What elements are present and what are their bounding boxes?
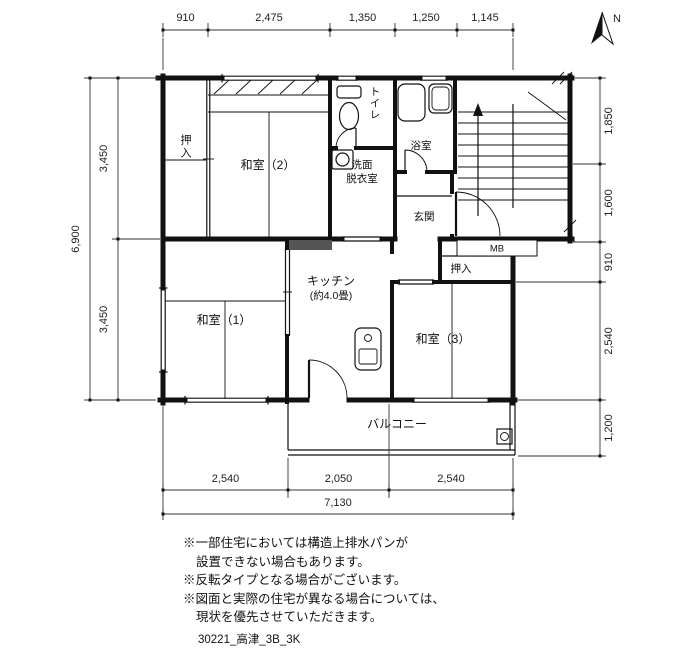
tatami-lines (165, 111, 453, 399)
dim-left-0: 3,450 (98, 145, 110, 173)
note-line: 設置できない場合もあります。 (196, 554, 370, 569)
room-label-washitsu1: 和室（1） (197, 312, 252, 327)
room-label-toilet: トイレ (368, 86, 381, 121)
room-label-bath: 浴室 (411, 139, 432, 152)
notes: ※一部住宅においては構造上排水パンが 設置できない場合もあります。 ※反転タイプ… (183, 534, 445, 627)
dim-bottom-total: 7,130 (324, 497, 352, 509)
north-arrow-icon: N (591, 11, 621, 46)
balcony (287, 402, 516, 456)
dim-top-2: 1,350 (349, 12, 377, 24)
room-label-balcony: バルコニー (367, 417, 427, 431)
note-line: ※一部住宅においては構造上排水パンが (183, 536, 409, 550)
dim-bottom-0: 2,540 (212, 473, 240, 485)
room-label-washitsu3: 和室（3） (416, 331, 471, 346)
room-label-kitchen-1: キッチン (307, 274, 355, 288)
balcony-drain (496, 428, 513, 445)
dim-bottom-2: 2,540 (437, 473, 465, 485)
mb-box (456, 239, 538, 257)
dim-top-4: 1,145 (471, 12, 499, 24)
room-label-oshiire-left: 押入 (179, 134, 191, 160)
room-label-senmen-1: 洗面 (352, 159, 373, 171)
north-label: N (613, 13, 621, 25)
dim-top-1: 2,475 (255, 12, 283, 24)
dim-left-total: 6,900 (70, 225, 82, 253)
toilet-fixture (336, 85, 362, 131)
room-label-mb: MB (490, 244, 504, 255)
dim-right-4: 1,200 (603, 414, 615, 442)
room-label-kitchen-2: (約4.0畳) (310, 289, 353, 302)
hatch-marks (208, 71, 577, 233)
dim-right-2: 910 (603, 253, 615, 271)
interior-walls (285, 78, 515, 404)
note-line: ※図面と実際の住宅が異なる場合については、 (183, 591, 445, 606)
stairs (458, 91, 568, 216)
dim-right: 1,850 1,600 910 2,540 1,200 (516, 76, 615, 458)
room-label-washitsu2: 和室（2） (241, 157, 296, 172)
dim-top-0: 910 (176, 12, 194, 24)
bathtub-fixture (397, 83, 453, 122)
dim-top: 910 2,475 1,350 1,250 1,145 (161, 12, 515, 70)
note-line: 現状を優先させていただきます。 (196, 610, 383, 624)
hinged-doors (307, 127, 501, 399)
dim-right-0: 1,850 (603, 107, 615, 135)
dim-bottom: 2,540 2,050 2,540 7,130 (161, 404, 515, 520)
sliding-doors (283, 236, 434, 336)
dim-left-1: 3,450 (98, 306, 110, 334)
washbasin-fixture (331, 149, 354, 170)
dim-right-3: 2,540 (603, 327, 615, 355)
note-line: ※反転タイプとなる場合がございます。 (183, 573, 407, 587)
room-label-oshiire-right: 押入 (451, 262, 472, 275)
plan-id: 30221_高津_3B_3K (198, 634, 301, 646)
room-label-genkan: 玄関 (414, 210, 435, 223)
dim-right-1: 1,600 (603, 189, 615, 217)
kitchen-fixtures (289, 240, 382, 371)
dim-bottom-1: 2,050 (325, 473, 353, 485)
room-label-senmen-2: 脱衣室 (346, 172, 378, 185)
windows (159, 74, 490, 405)
room-labels: 和室（2） 洗面 脱衣室 浴室 玄関 MB 押入 キッチン (約4.0畳) 和室… (197, 139, 504, 431)
dim-top-3: 1,250 (412, 12, 440, 24)
dim-left: 3,450 3,450 6,900 (70, 76, 160, 402)
